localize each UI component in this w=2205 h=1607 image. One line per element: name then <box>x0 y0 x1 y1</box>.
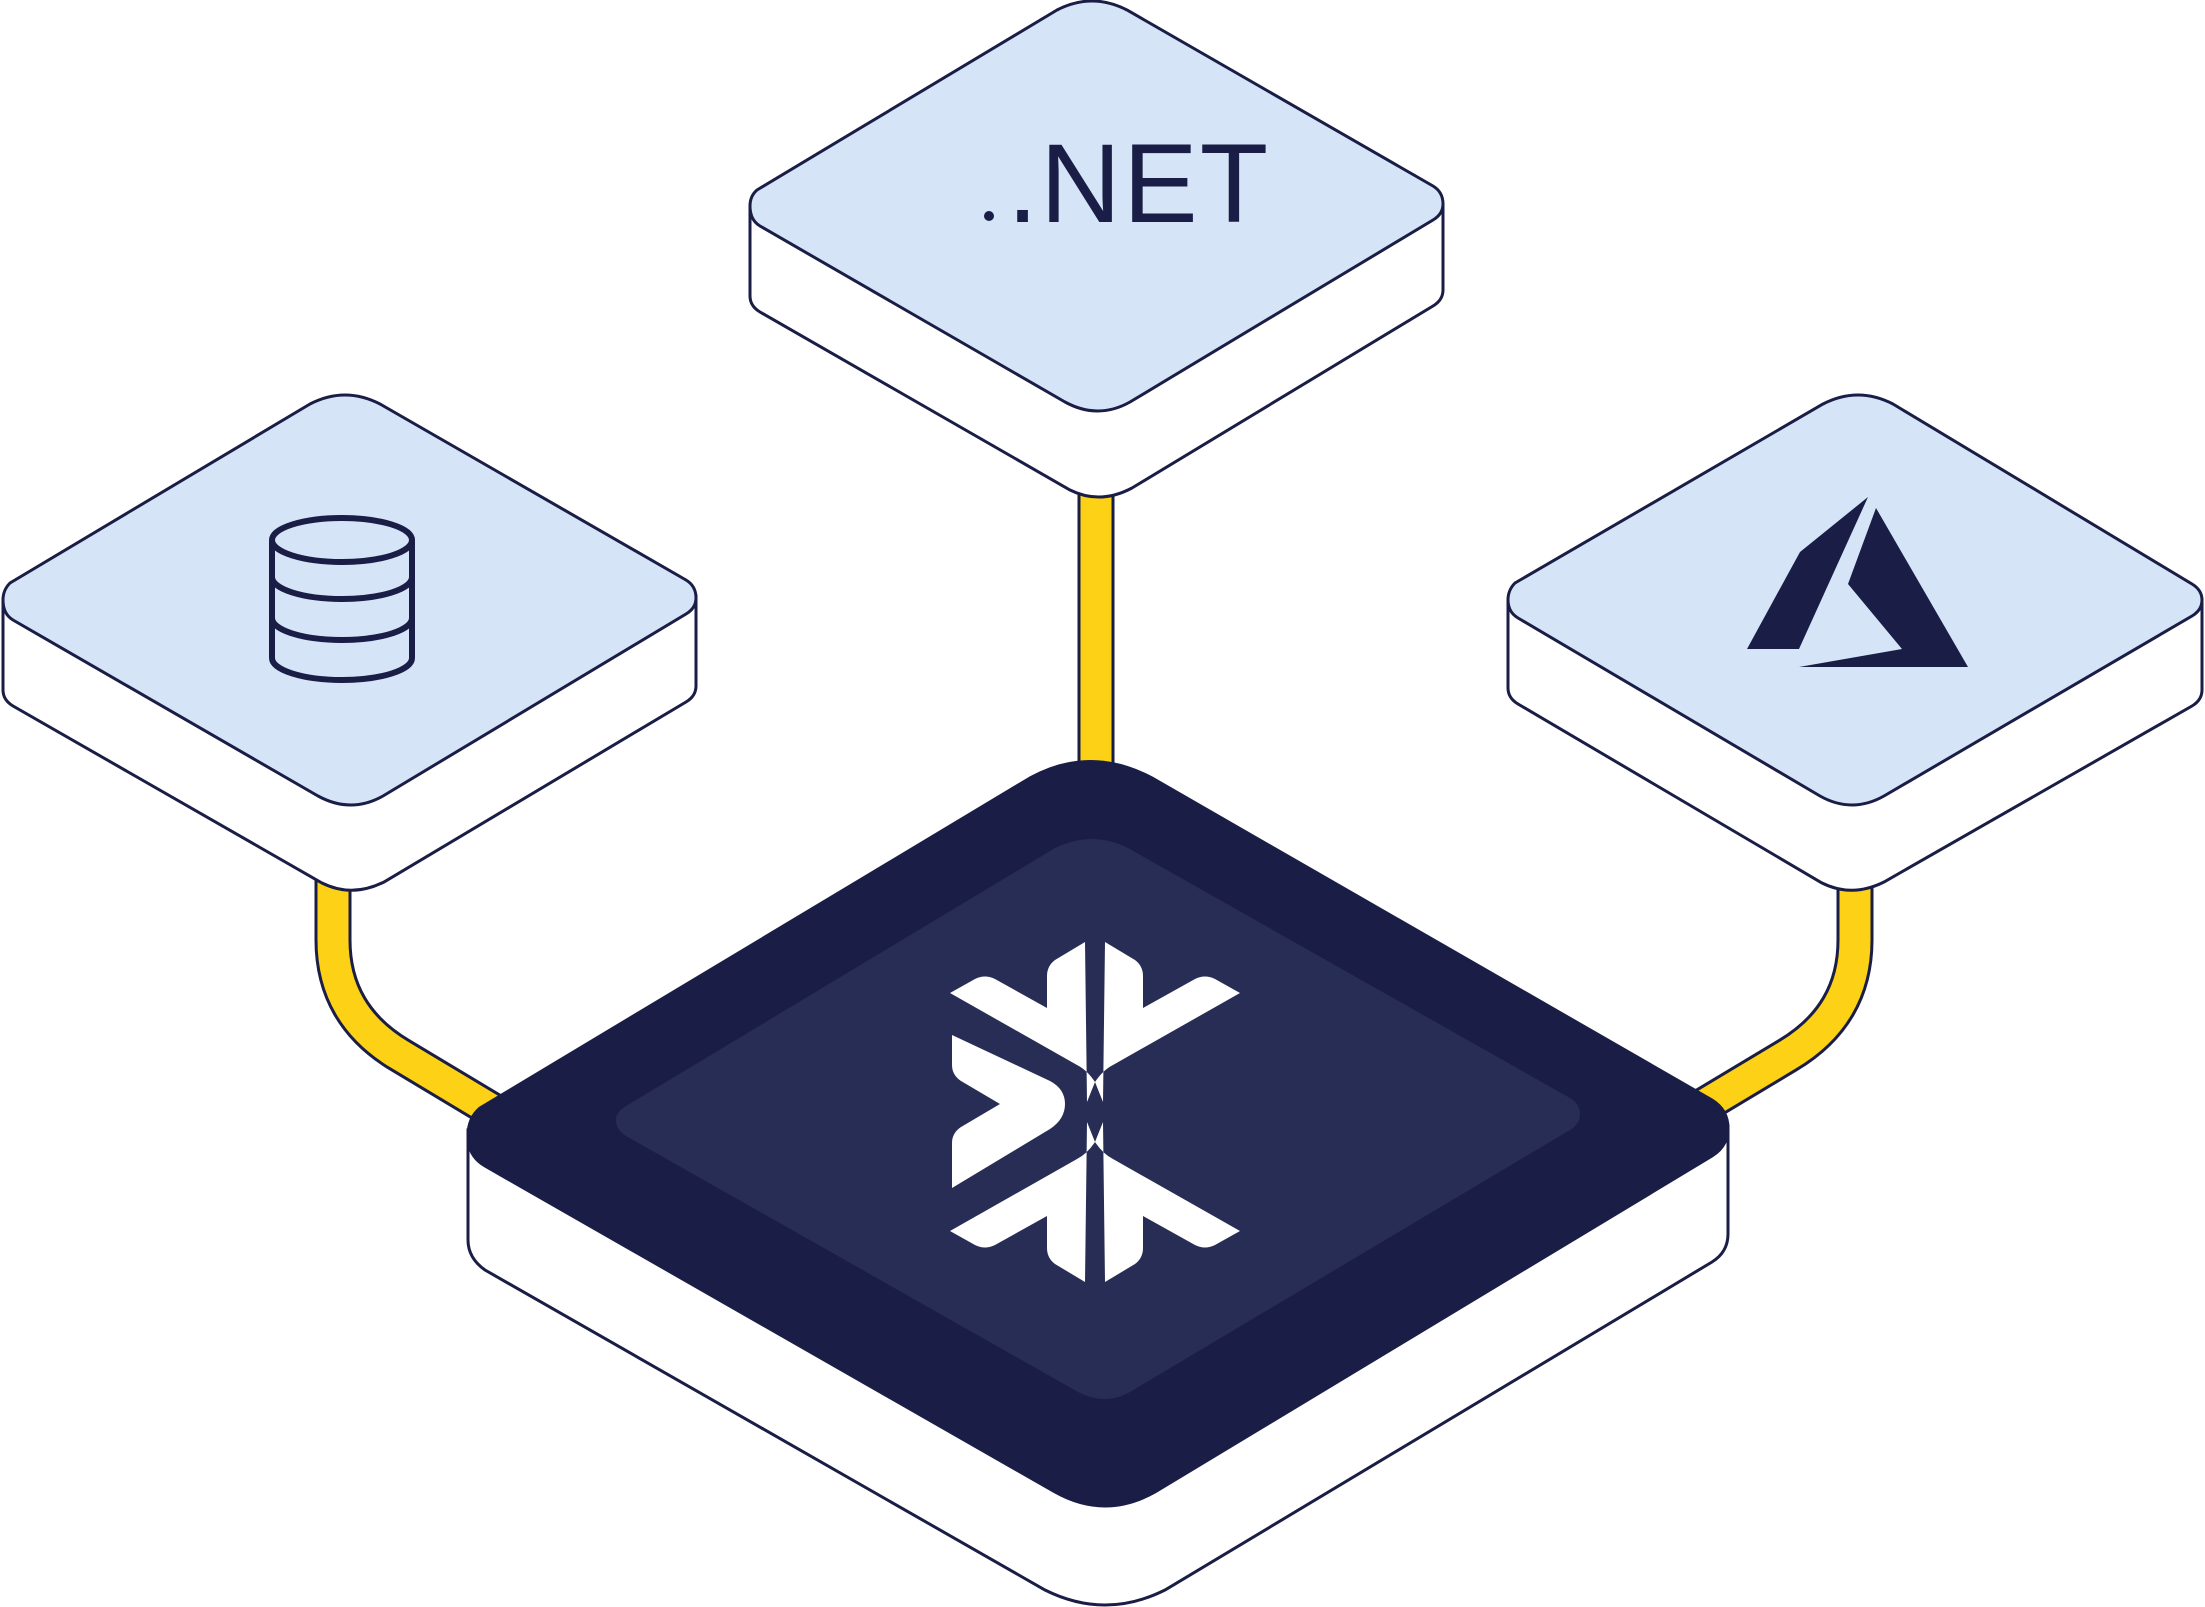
azure-logo-icon <box>1747 497 1968 667</box>
database-icon <box>269 515 415 683</box>
snowflake-platform <box>466 760 1730 1607</box>
database-platform <box>1 393 698 892</box>
dotnet-label: .NET <box>1007 121 1270 246</box>
connector-dotnet <box>1077 478 1115 782</box>
snowflake-logo-icon <box>950 942 1240 1282</box>
connector-azure <box>1658 880 1874 1143</box>
dotnet-logo-icon: .NET <box>984 121 1270 246</box>
dotnet-platform: .NET <box>748 0 1445 499</box>
azure-platform <box>1506 393 2204 892</box>
connector-database <box>314 880 530 1143</box>
